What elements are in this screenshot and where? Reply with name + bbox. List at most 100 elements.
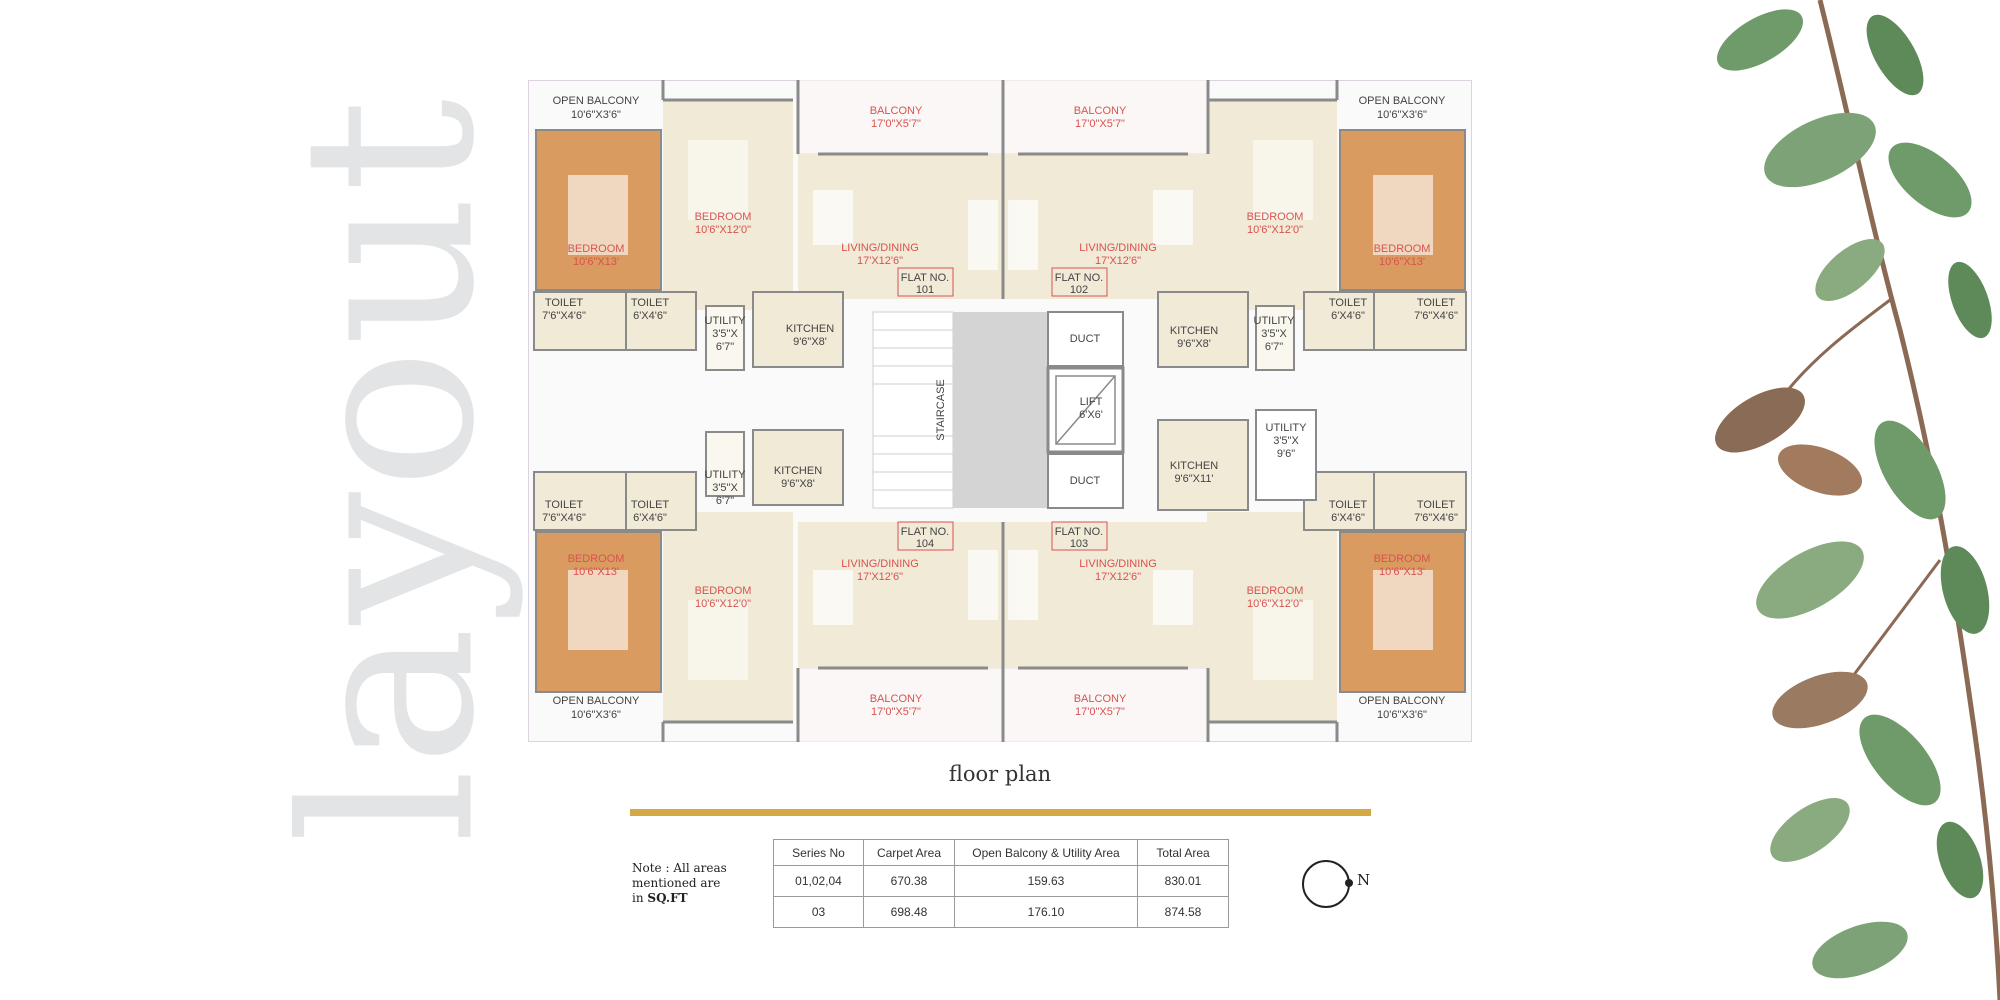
table-row: 01,02,04 670.38 159.63 830.01	[773, 865, 1229, 897]
label-master-bedroom-103: BEDROOM	[1374, 553, 1431, 565]
label-bedroom-102-size: 10'6"X12'0"	[1247, 224, 1303, 236]
label-balcony-104-size: 17'0"X5'7"	[871, 706, 921, 718]
area-note: Note : All areas mentioned are in SQ.FT	[632, 861, 752, 906]
label-lift-size: 6'X6'	[1079, 409, 1103, 421]
label-flat-104: 104	[916, 538, 934, 550]
note-unit: SQ.FT	[647, 891, 688, 905]
label-open-balcony-tr-size: 10'6"X3'6"	[1377, 109, 1427, 121]
note-line-2: mentioned are	[632, 876, 721, 890]
label-kitchen-101-size: 9'6"X8'	[793, 336, 827, 348]
label-balcony-103: BALCONY	[1074, 693, 1127, 705]
label-bedroom-103-size: 10'6"X12'0"	[1247, 598, 1303, 610]
label-toilet-101b: TOILET	[631, 297, 670, 309]
label-balcony-101: BALCONY	[870, 105, 923, 117]
label-utility-102-size1: 3'5"X	[1261, 328, 1287, 340]
gold-divider	[630, 809, 1371, 816]
label-master-bedroom-101-size: 10'6"X13'	[573, 256, 619, 268]
label-flat-no-102: FLAT NO.	[1055, 272, 1104, 284]
label-toilet-102b-size: 6'X4'6"	[1331, 310, 1365, 322]
table-row: 03 698.48 176.10 874.58	[773, 896, 1229, 928]
label-living-101-size: 17'X12'6"	[857, 255, 903, 267]
label-bedroom-101: BEDROOM	[695, 211, 752, 223]
col-series-no: Series No	[773, 839, 864, 866]
label-toilet-103b: TOILET	[1329, 499, 1368, 511]
label-open-balcony-bl-size: 10'6"X3'6"	[571, 709, 621, 721]
label-living-102: LIVING/DINING	[1079, 242, 1157, 254]
label-toilet-104b: TOILET	[631, 499, 670, 511]
north-compass-icon	[1302, 860, 1353, 908]
label-bedroom-104: BEDROOM	[695, 585, 752, 597]
label-master-bedroom-104-size: 10'6"X13'	[573, 566, 619, 578]
col-total-area: Total Area	[1137, 839, 1229, 866]
label-flat-102: 102	[1070, 284, 1088, 296]
label-open-balcony-tl-size: 10'6"X3'6"	[571, 109, 621, 121]
label-duct-bottom: DUCT	[1070, 475, 1101, 487]
label-living-101: LIVING/DINING	[841, 242, 919, 254]
label-toilet-102a-size: 7'6"X4'6"	[1414, 310, 1458, 322]
label-toilet-103b-size: 6'X4'6"	[1331, 512, 1365, 524]
floor-plan-caption: floor plan	[948, 762, 1052, 786]
label-toilet-102b: TOILET	[1329, 297, 1368, 309]
table-cell: 874.58	[1137, 896, 1229, 928]
label-toilet-101a: TOILET	[545, 297, 584, 309]
label-kitchen-102: KITCHEN	[1170, 325, 1218, 337]
table-cell: 830.01	[1137, 865, 1229, 897]
label-utility-101-size2: 6'7"	[716, 341, 734, 353]
label-utility-104-size1: 3'5"X	[712, 482, 738, 494]
label-flat-103: 103	[1070, 538, 1088, 550]
label-toilet-103a: TOILET	[1417, 499, 1456, 511]
label-utility-103-size2: 9'6"	[1277, 448, 1295, 460]
label-toilet-101a-size: 7'6"X4'6"	[542, 310, 586, 322]
label-bedroom-104-size: 10'6"X12'0"	[695, 598, 751, 610]
label-flat-101: 101	[916, 284, 934, 296]
label-toilet-104b-size: 6'X4'6"	[633, 512, 667, 524]
label-kitchen-103: KITCHEN	[1170, 460, 1218, 472]
label-master-bedroom-101: BEDROOM	[568, 243, 625, 255]
label-open-balcony-br-size: 10'6"X3'6"	[1377, 709, 1427, 721]
label-open-balcony-br: OPEN BALCONY	[1359, 695, 1446, 707]
label-flat-no-101: FLAT NO.	[901, 272, 950, 284]
label-utility-102: UTILITY	[1254, 315, 1296, 327]
table-cell: 176.10	[954, 896, 1138, 928]
leaf-branch-decoration-icon	[1715, 0, 2000, 1000]
col-carpet-area: Carpet Area	[863, 839, 955, 866]
label-toilet-101b-size: 6'X4'6"	[633, 310, 667, 322]
label-balcony-102-size: 17'0"X5'7"	[1075, 118, 1125, 130]
label-kitchen-102-size: 9'6"X8'	[1177, 338, 1211, 350]
label-utility-101-size1: 3'5"X	[712, 328, 738, 340]
table-cell: 159.63	[954, 865, 1138, 897]
compass-north-label: N	[1357, 871, 1371, 889]
label-master-bedroom-103-size: 10'6"X13'	[1379, 566, 1425, 578]
label-utility-101: UTILITY	[705, 315, 747, 327]
label-toilet-103a-size: 7'6"X4'6"	[1414, 512, 1458, 524]
label-living-103: LIVING/DINING	[1079, 558, 1157, 570]
label-balcony-101-size: 17'0"X5'7"	[871, 118, 921, 130]
label-kitchen-104: KITCHEN	[774, 465, 822, 477]
compass-pointer-icon	[1345, 879, 1353, 887]
label-utility-103: UTILITY	[1266, 422, 1308, 434]
table-cell: 01,02,04	[773, 865, 864, 897]
label-balcony-103-size: 17'0"X5'7"	[1075, 706, 1125, 718]
label-living-104-size: 17'X12'6"	[857, 571, 903, 583]
note-line-1: Note : All areas	[632, 861, 727, 875]
label-open-balcony-bl: OPEN BALCONY	[553, 695, 640, 707]
label-utility-103-size1: 3'5"X	[1273, 435, 1299, 447]
area-table: Series No Carpet Area Open Balcony & Uti…	[773, 839, 1229, 928]
label-master-bedroom-104: BEDROOM	[568, 553, 625, 565]
label-staircase: STAIRCASE	[935, 379, 947, 441]
page-title-vertical: layout	[253, 96, 527, 844]
label-balcony-104: BALCONY	[870, 693, 923, 705]
label-kitchen-101: KITCHEN	[786, 323, 834, 335]
label-toilet-102a: TOILET	[1417, 297, 1456, 309]
label-open-balcony-tr: OPEN BALCONY	[1359, 95, 1446, 107]
note-line-3: in	[632, 891, 644, 905]
table-header-row: Series No Carpet Area Open Balcony & Uti…	[773, 839, 1229, 866]
col-balcony-utility-area: Open Balcony & Utility Area	[954, 839, 1138, 866]
label-master-bedroom-102: BEDROOM	[1374, 243, 1431, 255]
label-toilet-104a-size: 7'6"X4'6"	[542, 512, 586, 524]
label-master-bedroom-102-size: 10'6"X13'	[1379, 256, 1425, 268]
table-cell: 698.48	[863, 896, 955, 928]
table-cell: 670.38	[863, 865, 955, 897]
label-toilet-104a: TOILET	[545, 499, 584, 511]
label-balcony-102: BALCONY	[1074, 105, 1127, 117]
